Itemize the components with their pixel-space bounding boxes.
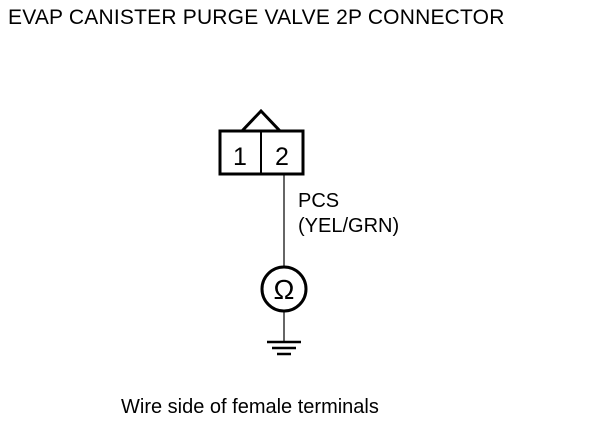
ohm-symbol: Ω [274, 274, 295, 305]
wire-signal-label: PCS [298, 190, 339, 212]
diagram-caption: Wire side of female terminals [121, 396, 379, 418]
terminal-1-label: 1 [233, 143, 247, 171]
ground-icon [267, 340, 301, 356]
connector-lock-tab [240, 108, 282, 133]
wire-color-label: (YEL/GRN) [298, 215, 399, 237]
diagram-title: EVAP CANISTER PURGE VALVE 2P CONNECTOR [8, 6, 505, 29]
terminal-2-label: 2 [275, 143, 289, 171]
